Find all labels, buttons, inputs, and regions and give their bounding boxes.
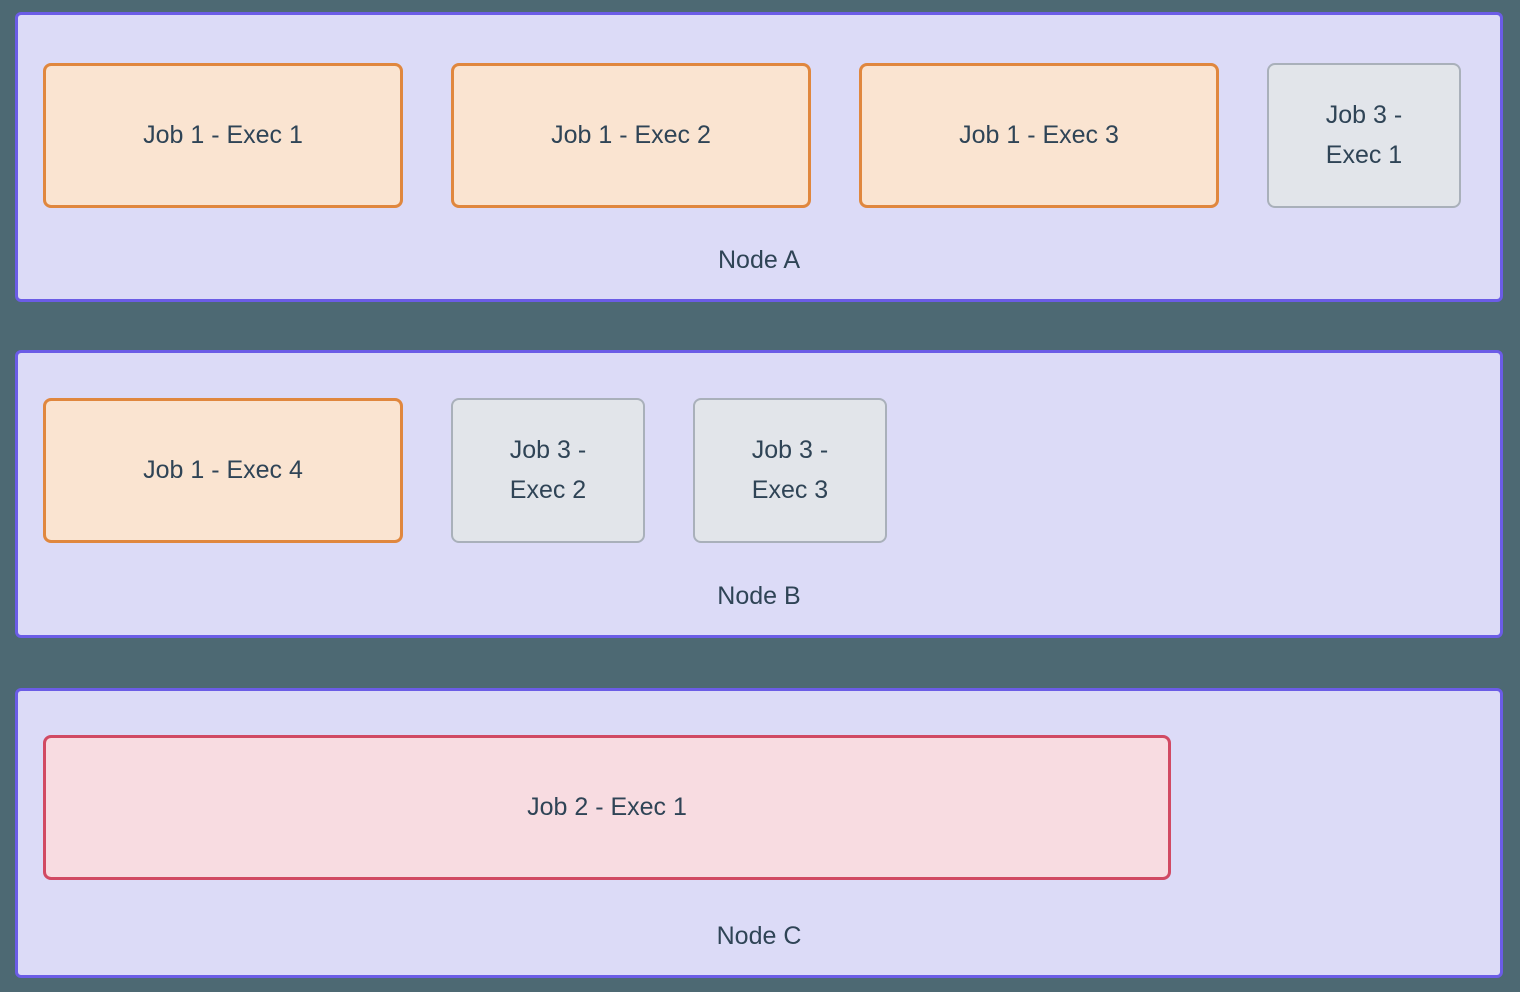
executor-label: Job 3 - Exec 3 xyxy=(751,436,829,504)
executor-label: Job 1 - Exec 4 xyxy=(143,455,303,484)
executor-label: Job 1 - Exec 3 xyxy=(959,120,1119,149)
node-b: Job 1 - Exec 4 Job 3 - Exec 2 Job 3 - Ex… xyxy=(15,350,1503,638)
executor-label: Job 2 - Exec 1 xyxy=(527,792,687,821)
node-b-label: Node B xyxy=(717,582,801,610)
executor-job2-exec1: Job 2 - Exec 1 xyxy=(43,735,1171,880)
node-c-label: Node C xyxy=(716,922,802,950)
executor-job1-exec2: Job 1 - Exec 2 xyxy=(451,63,811,208)
executor-job3-exec3: Job 3 - Exec 3 xyxy=(693,398,887,543)
executor-job3-exec2: Job 3 - Exec 2 xyxy=(451,398,645,543)
executor-label: Job 3 - Exec 1 xyxy=(1325,101,1403,169)
node-a: Job 1 - Exec 1 Job 1 - Exec 2 Job 1 - Ex… xyxy=(15,12,1503,302)
node-a-executors: Job 1 - Exec 1 Job 1 - Exec 2 Job 1 - Ex… xyxy=(18,15,1500,208)
node-c: Job 2 - Exec 1 Node C xyxy=(15,688,1503,978)
executor-job1-exec1: Job 1 - Exec 1 xyxy=(43,63,403,208)
executor-label: Job 1 - Exec 2 xyxy=(551,120,711,149)
node-b-executors: Job 1 - Exec 4 Job 3 - Exec 2 Job 3 - Ex… xyxy=(18,353,1500,543)
executor-job1-exec4: Job 1 - Exec 4 xyxy=(43,398,403,543)
node-a-label: Node A xyxy=(717,246,800,274)
executor-label: Job 3 - Exec 2 xyxy=(509,436,587,504)
executor-label: Job 1 - Exec 1 xyxy=(143,120,303,149)
executor-job1-exec3: Job 1 - Exec 3 xyxy=(859,63,1219,208)
node-c-executors: Job 2 - Exec 1 xyxy=(18,691,1500,880)
executor-job3-exec1: Job 3 - Exec 1 xyxy=(1267,63,1461,208)
